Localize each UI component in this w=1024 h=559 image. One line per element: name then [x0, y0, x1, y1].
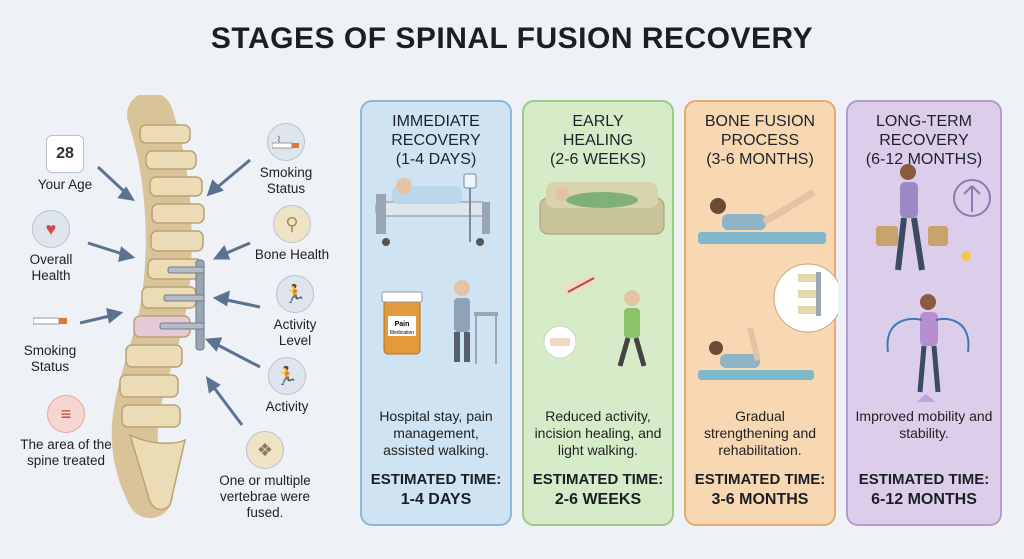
factor-spine-area: ≡ The area of the spine treated [6, 395, 126, 469]
factor-label: Smoking Status [23, 343, 77, 374]
page-title: STAGES OF SPINAL FUSION RECOVERY [210, 22, 814, 55]
running-person-icon: 🏃 [268, 357, 306, 395]
stage-estimate: ESTIMATED TIME: 6-12 MONTHS [848, 470, 1000, 510]
estimate-label: ESTIMATED TIME: [532, 471, 664, 488]
factor-vertebrae-fused: ❖ One or multiple vertebrae were fused. [210, 431, 320, 521]
stage-estimate: ESTIMATED TIME: 1-4 DAYS [362, 470, 510, 510]
cigarette-smoke-icon [267, 123, 305, 161]
stage-title: LONG-TERM RECOVERY (6-12 MONTHS) [848, 112, 1000, 169]
factor-label: Smoking Status [259, 165, 313, 196]
factor-label: Your Age [37, 177, 93, 192]
estimate-value: 6-12 MONTHS [871, 491, 977, 508]
stage-title: IMMEDIATE RECOVERY (1-4 DAYS) [362, 112, 510, 169]
stage-title-line: BONE FUSION [704, 113, 816, 130]
factor-label: Overall Health [29, 252, 73, 283]
spine-illustration [79, 95, 261, 518]
spine-vertebrae [111, 95, 205, 518]
estimate-value: 2-6 WEEKS [554, 491, 642, 508]
couch-walking-illustration [539, 182, 665, 367]
factor-activity-level: 🏃 Activity Level [260, 275, 330, 349]
stage-description: Reduced activity, incision healing, and … [534, 408, 662, 458]
stage-early-healing: EARLY HEALING (2-6 WEEKS) Reduced activi… [522, 100, 674, 526]
factor-label: One or multiple vertebrae were fused. [219, 473, 311, 520]
stage-title-line: LONG-TERM [876, 113, 972, 130]
factor-overall-health: ♥ Overall Health [18, 210, 84, 284]
vertebrae-icon: ❖ [246, 431, 284, 469]
stage-description: Gradual strengthening and rehabilitation… [703, 408, 817, 458]
factor-smoking-status-right: Smoking Status [248, 123, 324, 197]
stage-title-line: RECOVERY [879, 132, 969, 149]
hospital-bed-illustration: Pain Medication [375, 173, 498, 364]
stage-title: BONE FUSION PROCESS (3-6 MONTHS) [686, 112, 834, 169]
factor-smoking-status-left: Smoking Status [14, 303, 86, 375]
estimate-value: 1-4 DAYS [400, 491, 472, 508]
stage-title-line: (6-12 MONTHS) [865, 151, 983, 168]
cigarette-icon [32, 303, 68, 339]
factors-panel: 28 Your Age ♥ Overall Health Smoking Sta… [0, 95, 350, 545]
active-life-illustration [876, 164, 991, 402]
stage-description: Hospital stay, pain management, assisted… [379, 408, 493, 458]
factor-label: Activity [265, 399, 309, 414]
stage-long-term: LONG-TERM RECOVERY (6-12 MONTHS) Improve… [846, 100, 1002, 526]
stage-description: Improved mobility and stability. [855, 408, 993, 441]
factor-your-age: 28 Your Age [30, 135, 100, 193]
bottle-label-line1: Pain [395, 321, 410, 328]
stage-title-line: RECOVERY [391, 132, 481, 149]
estimate-label: ESTIMATED TIME: [370, 471, 502, 488]
spine-area-icon: ≡ [47, 395, 85, 433]
estimate-label: ESTIMATED TIME: [858, 471, 990, 488]
factor-bone-health: ⚲ Bone Health [250, 205, 334, 263]
calendar-day: 28 [56, 145, 74, 162]
heart-body-icon: ♥ [32, 210, 70, 248]
estimate-value: 3-6 MONTHS [711, 491, 809, 508]
calendar-icon: 28 [46, 135, 84, 173]
estimate-label: ESTIMATED TIME: [694, 471, 826, 488]
stage-title: EARLY HEALING (2-6 WEEKS) [524, 112, 672, 169]
factor-label: Bone Health [254, 247, 330, 262]
running-person-icon: 🏃 [276, 275, 314, 313]
stage-title-line: PROCESS [720, 132, 800, 149]
stage-title-line: (2-6 WEEKS) [549, 151, 646, 168]
factor-label: The area of the spine treated [20, 437, 112, 468]
factor-label: Activity Level [273, 317, 317, 348]
stage-bone-fusion: BONE FUSION PROCESS (3-6 MONTHS) Gradual… [684, 100, 838, 526]
stage-title-line: (3-6 MONTHS) [706, 151, 814, 168]
stage-estimate: ESTIMATED TIME: 3-6 MONTHS [686, 470, 834, 510]
stage-estimate: ESTIMATED TIME: 2-6 WEEKS [524, 470, 672, 510]
bottle-label-line2: Medication [390, 330, 414, 336]
bone-icon: ⚲ [273, 205, 311, 243]
stage-title-line: HEALING [562, 132, 634, 149]
stage-immediate-recovery: IMMEDIATE RECOVERY (1-4 DAYS) Pain Medic… [360, 100, 512, 526]
factor-activity: 🏃 Activity [254, 357, 320, 415]
stage-title-line: EARLY [572, 113, 624, 130]
factor-arrows [79, 158, 261, 426]
exercise-illustration [698, 188, 838, 380]
stage-title-line: IMMEDIATE [392, 113, 480, 130]
stage-title-line: (1-4 DAYS) [395, 151, 477, 168]
